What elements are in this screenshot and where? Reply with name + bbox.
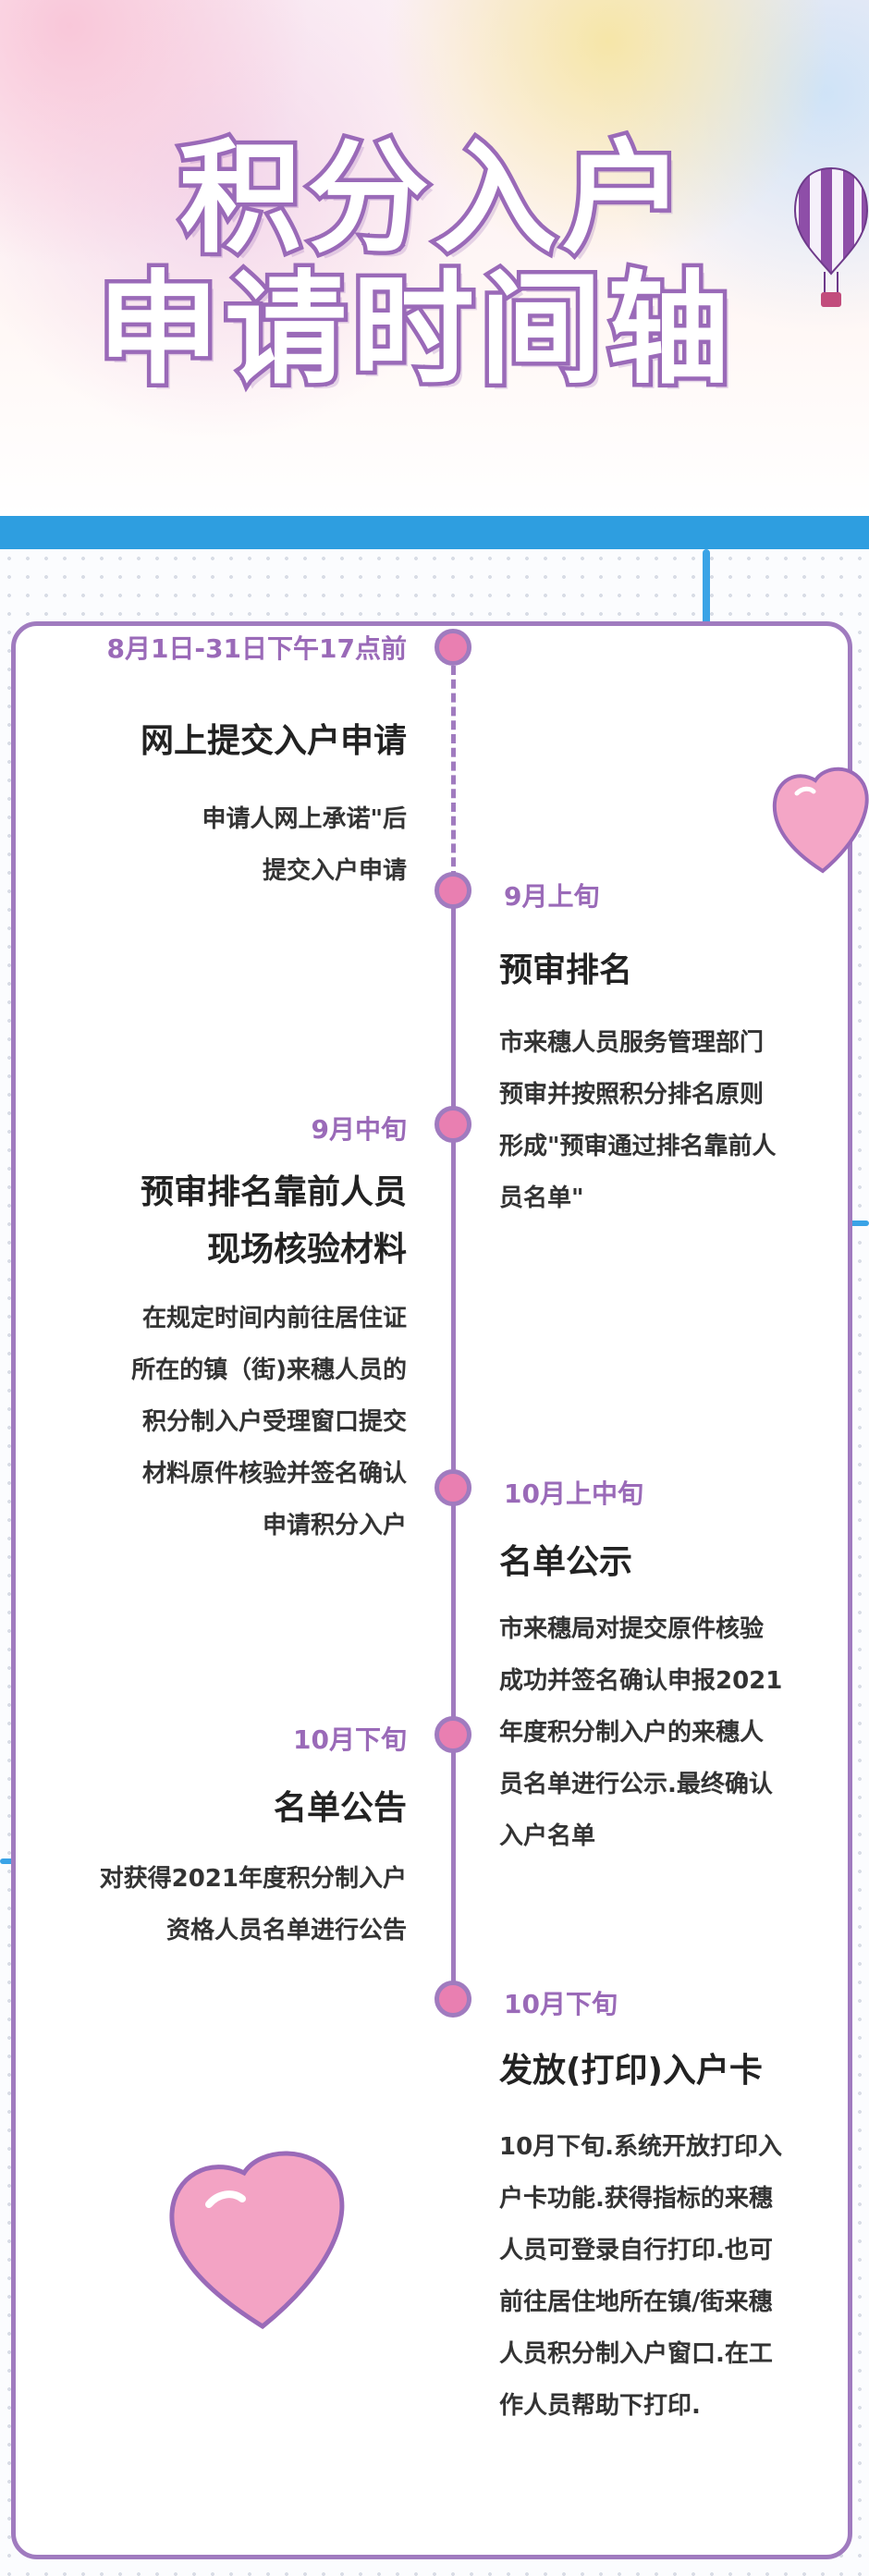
header-banner xyxy=(0,0,869,518)
event-desc-line: 资格人员名单进行公告 xyxy=(165,1917,407,1944)
event-desc-line: 作人员帮助下打印. xyxy=(499,2392,701,2420)
event-desc-line: 入户名单 xyxy=(499,1822,596,1850)
event-title: 名单公示 xyxy=(499,1543,633,1581)
event-desc-line: 在规定时间内前往居住证 xyxy=(141,1305,407,1332)
event-title: 预审排名 xyxy=(499,951,633,989)
timeline-dot xyxy=(434,1716,471,1753)
timeline-axis-dashed xyxy=(451,666,456,880)
event-date: 10月下旬 xyxy=(504,1989,618,2019)
event-title: 现场核验材料 xyxy=(206,1231,407,1269)
timeline-axis xyxy=(451,880,456,1999)
page-title-line-2: 申请时间轴 xyxy=(93,255,735,406)
page-title-line-1: 积分入户 xyxy=(176,124,690,275)
event-desc-line: 市来穗局对提交原件核验 xyxy=(499,1615,765,1643)
event-desc-line: 申请积分入户 xyxy=(262,1512,407,1539)
decor-line xyxy=(703,549,710,632)
event-desc-line: 人员积分制入户窗口.在工 xyxy=(499,2340,773,2368)
event-date: 9月中旬 xyxy=(311,1114,407,1145)
event-title: 名单公告 xyxy=(273,1789,407,1827)
event-date: 9月上旬 xyxy=(504,881,600,912)
event-desc-line: 市来穗人员服务管理部门 xyxy=(499,1029,765,1057)
event-title: 网上提交入户申请 xyxy=(140,722,407,760)
event-desc-line: 10月下旬.系统开放打印入 xyxy=(499,2133,783,2161)
heart-icon xyxy=(169,2151,345,2330)
event-title: 预审排名靠前人员 xyxy=(140,1173,407,1211)
timeline-dot xyxy=(434,1981,471,2018)
event-desc-line: 申请人网上承诺"后 xyxy=(202,805,407,833)
event-desc-line: 提交入户申请 xyxy=(262,857,407,885)
event-desc-line: 对获得2021年度积分制入户 xyxy=(99,1865,407,1893)
event-desc-line: 形成"预审通过排名靠前人 xyxy=(499,1133,777,1160)
event-desc-line: 员名单" xyxy=(499,1184,584,1212)
event-desc-line: 预审并按照积分排名原则 xyxy=(499,1081,765,1109)
event-desc-line: 年度积分制入户的来穗人 xyxy=(499,1719,765,1747)
timeline-dot xyxy=(434,629,471,666)
event-date: 10月上中旬 xyxy=(504,1478,643,1509)
event-title: 发放(打印)入户卡 xyxy=(499,2052,763,2090)
timeline-dot xyxy=(434,1106,471,1143)
heart-icon xyxy=(772,767,869,874)
timeline-dot xyxy=(434,1469,471,1506)
hot-air-balloon-icon xyxy=(793,166,869,307)
event-desc-line: 员名单进行公示.最终确认 xyxy=(499,1771,773,1798)
event-desc-line: 所在的镇（街)来穗人员的 xyxy=(131,1356,407,1384)
event-desc-line: 户卡功能.获得指标的来穗 xyxy=(499,2185,773,2213)
event-desc-line: 前往居住地所在镇/街来穗 xyxy=(499,2288,773,2316)
event-desc-line: 积分制入户受理窗口提交 xyxy=(141,1408,407,1436)
event-desc-line: 人员可登录自行打印.也可 xyxy=(499,2237,773,2264)
timeline-dot xyxy=(434,872,471,909)
event-desc-line: 材料原件核验并签名确认 xyxy=(141,1460,407,1488)
timeline-card xyxy=(11,621,852,2559)
event-date: 8月1日-31日下午17点前 xyxy=(106,633,407,664)
decor-line xyxy=(0,1858,17,1864)
event-date: 10月下旬 xyxy=(293,1724,407,1755)
header-divider-band xyxy=(0,516,869,549)
event-desc-line: 成功并签名确认申报2021 xyxy=(499,1667,783,1695)
